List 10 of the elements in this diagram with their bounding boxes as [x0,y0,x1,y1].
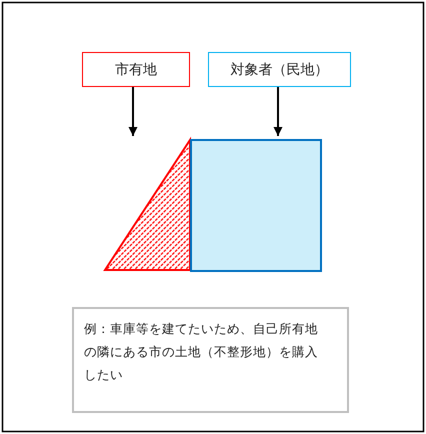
label-box [208,52,351,87]
arrow [274,87,282,136]
label-text: 市有地 [115,60,157,78]
note-box [72,307,349,413]
label-box [82,52,190,87]
label-text: 対象者（民地） [230,60,328,78]
box-shape [190,139,322,272]
triangle-shape [104,139,191,271]
arrow [128,87,138,136]
note-text: 例：車庫等を建てたいため、自己所有地の隣にある市の土地（不整形地）を購入したい [84,320,319,384]
